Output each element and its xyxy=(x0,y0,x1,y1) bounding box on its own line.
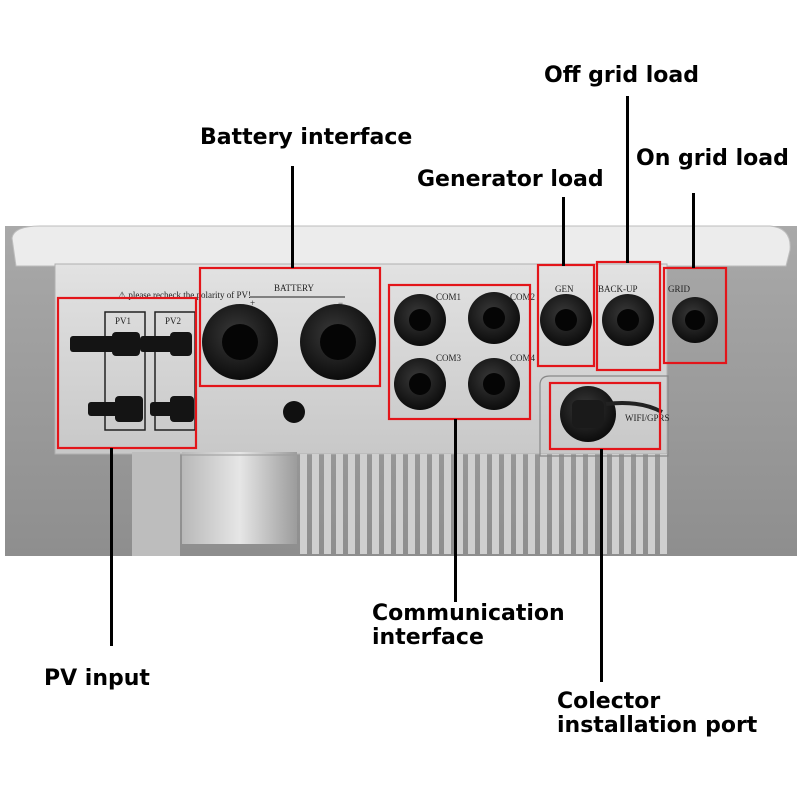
heatsink-fin xyxy=(504,454,511,554)
heatsink-fin xyxy=(456,454,463,554)
leader-off-grid xyxy=(626,96,629,263)
heatsink-fin xyxy=(384,454,391,554)
heatsink-fin xyxy=(300,454,307,554)
heatsink-fin xyxy=(312,454,319,554)
highlight-battery xyxy=(198,266,382,388)
heatsink-fin xyxy=(588,454,595,554)
leader-battery xyxy=(291,166,294,268)
leader-generator xyxy=(562,197,565,266)
heatsink-fin xyxy=(648,454,655,554)
vent-hole xyxy=(283,401,305,423)
callout-off-grid-load: Off grid load xyxy=(544,63,699,88)
com1-label: COM1 xyxy=(436,292,461,302)
heatsink-fin xyxy=(360,454,367,554)
heatsink-fin xyxy=(624,454,631,554)
heatsink-fin xyxy=(432,454,439,554)
com2-label: COM2 xyxy=(510,292,535,302)
heatsink-fin xyxy=(636,454,643,554)
leader-communication xyxy=(454,419,457,602)
heatsink-fin xyxy=(480,454,487,554)
heatsink-fin xyxy=(492,454,499,554)
callout-collector-installation-port: Colector installation port xyxy=(557,690,757,738)
battery-glands xyxy=(202,304,376,380)
heatsink-fin xyxy=(420,454,427,554)
pv2-label: PV2 xyxy=(165,316,181,326)
heatsink-fin xyxy=(552,454,559,554)
pv-connectors xyxy=(70,332,194,422)
heatsink-fin xyxy=(336,454,343,554)
heatsink-fin xyxy=(540,454,547,554)
com-glands xyxy=(394,292,520,410)
heatsink-fin xyxy=(516,454,523,554)
mounting-bracket xyxy=(132,452,180,556)
heatsink-fin xyxy=(324,454,331,554)
heatsink-fin xyxy=(564,454,571,554)
callout-communication-interface: Communication interface xyxy=(372,602,565,650)
callout-collector-line2: installation port xyxy=(557,713,758,738)
heatsink-fin xyxy=(576,454,583,554)
callout-battery-interface: Battery interface xyxy=(200,125,413,150)
callout-communication-line1: Communication xyxy=(372,601,565,626)
com4-label: COM4 xyxy=(510,353,536,363)
heatsink-fins xyxy=(300,454,667,554)
heatsink-fin xyxy=(348,454,355,554)
highlight-collector xyxy=(548,381,662,451)
grid-label: GRID xyxy=(668,284,690,294)
highlight-gen xyxy=(536,263,596,368)
heatsink-fin xyxy=(612,454,619,554)
callout-communication-line2: interface xyxy=(372,625,484,650)
heatsink-fin xyxy=(660,454,667,554)
highlight-grid xyxy=(662,266,728,365)
battery-minus-label: − xyxy=(338,298,343,308)
highlight-boxes xyxy=(56,260,728,451)
callout-collector-line1: Colector xyxy=(557,689,661,714)
highlight-communication xyxy=(387,283,532,421)
inverter-lid xyxy=(11,225,791,267)
leader-collector xyxy=(600,449,603,682)
heatsink-fin xyxy=(444,454,451,554)
polarity-warning-text: ⚠ please recheck the polarity of PV! xyxy=(118,290,251,300)
callout-pv-input: PV input xyxy=(44,666,150,691)
pv1-label: PV1 xyxy=(115,316,131,326)
ac-glands xyxy=(540,294,718,346)
battery-plus-label: + xyxy=(250,298,255,308)
heatsink-fin xyxy=(372,454,379,554)
com3-label: COM3 xyxy=(436,353,462,363)
gen-label: GEN xyxy=(555,284,574,294)
heatsink-fin xyxy=(396,454,403,554)
collector-port-cap xyxy=(560,386,663,442)
highlight-pv xyxy=(56,296,198,450)
heatsink-fin xyxy=(528,454,535,554)
wifi-gprs-label: WIFI/GPRS xyxy=(625,413,670,423)
leader-pv xyxy=(110,448,113,646)
callout-generator-load: Generator load xyxy=(417,167,604,192)
fan-cylinder xyxy=(182,452,297,544)
heatsink-fin xyxy=(408,454,415,554)
leader-on-grid xyxy=(692,193,695,268)
battery-panel-label: BATTERY xyxy=(274,283,315,293)
callout-on-grid-load: On grid load xyxy=(636,146,789,171)
backup-label: BACK-UP xyxy=(598,284,638,294)
heatsink-fin xyxy=(468,454,475,554)
heatsink-fin xyxy=(600,454,607,554)
